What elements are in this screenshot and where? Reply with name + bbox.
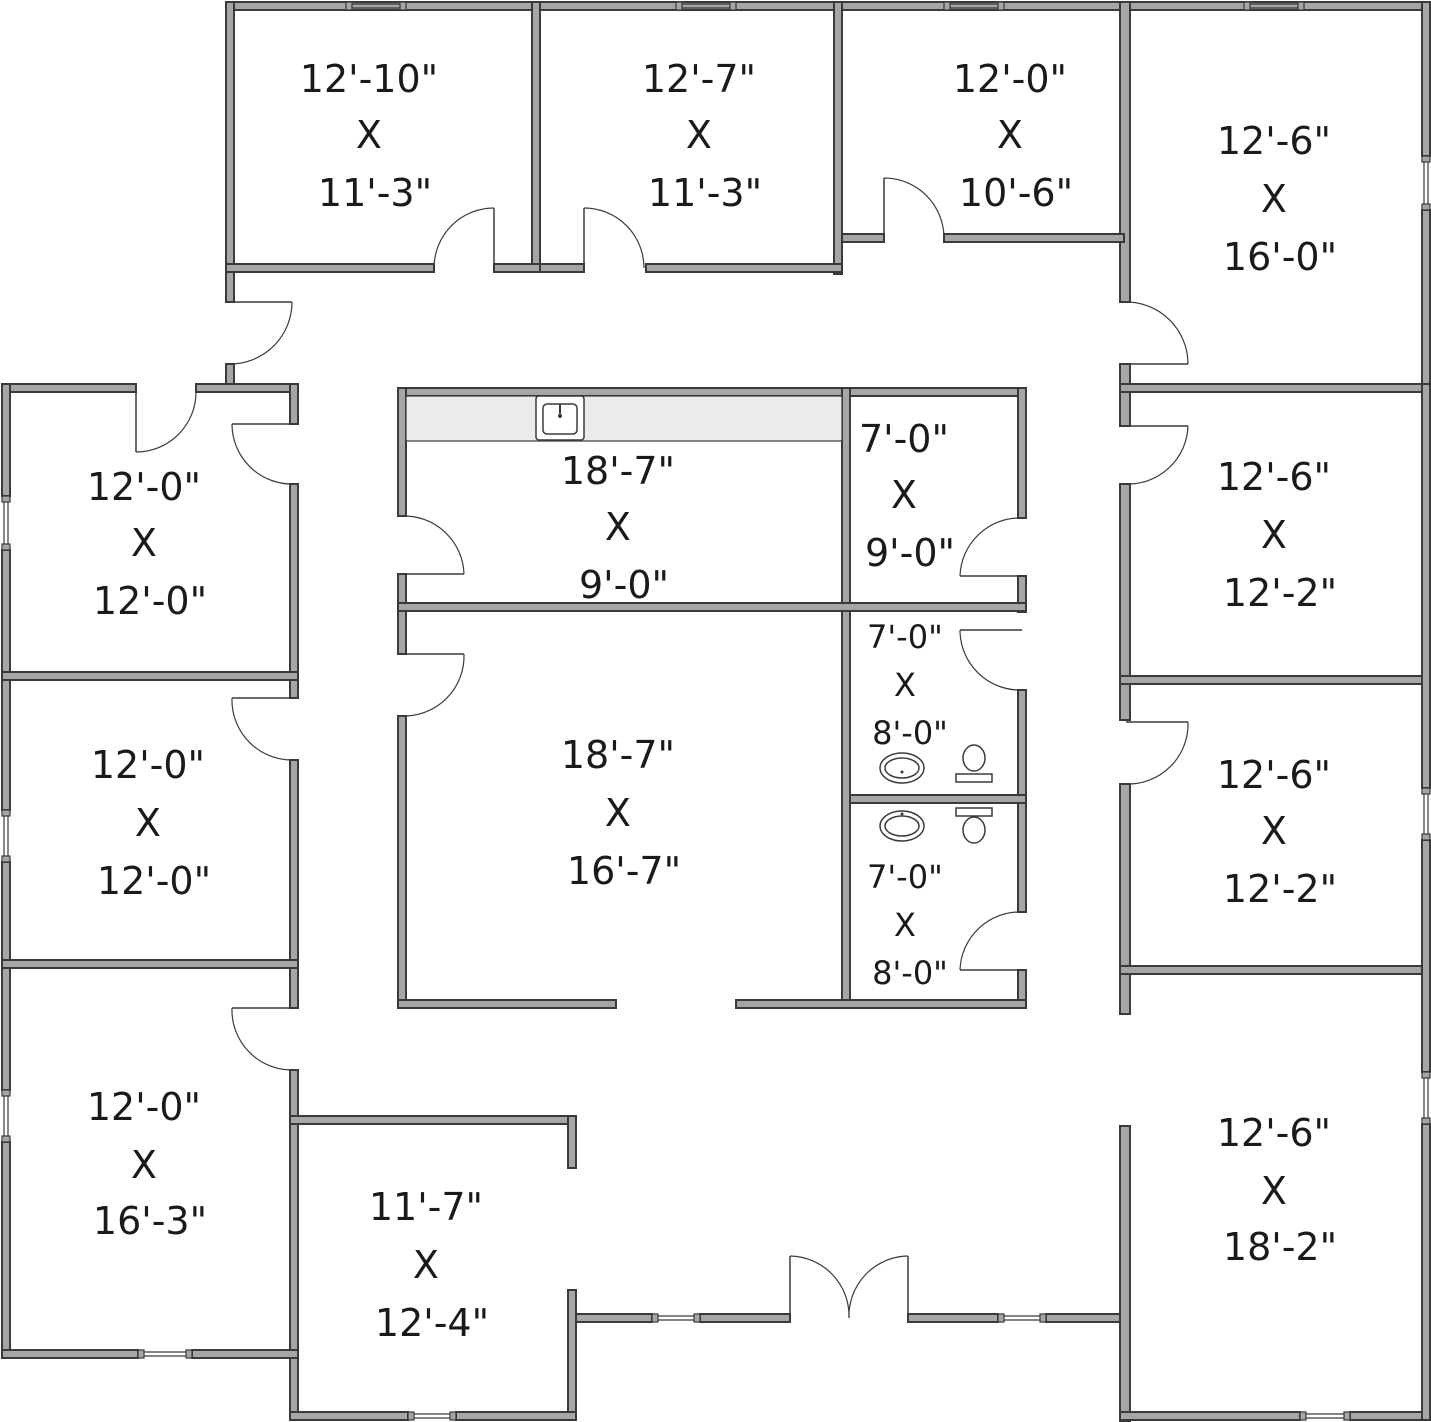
- window: [997, 1313, 1047, 1323]
- window: [1299, 1411, 1351, 1421]
- window: [1421, 1071, 1431, 1125]
- door: [959, 517, 1023, 577]
- room-label-center-small: 7'-0" X 9'-0": [859, 417, 961, 575]
- room-label-top-1: 12'-10" X 11'-3": [300, 57, 450, 215]
- window: [943, 1, 1005, 11]
- double-door: [789, 1255, 909, 1319]
- room-label-bottom-1: 11'-7" X 12'-4": [369, 1185, 495, 1345]
- door: [959, 911, 1023, 971]
- room-label-right-2: 12'-6" X 12'-2": [1217, 455, 1343, 615]
- room-label-top-3: 12'-0" X 10'-6": [953, 57, 1079, 215]
- room-label-center-main: 18'-7" X 16'-7": [561, 733, 687, 893]
- doors: [135, 177, 1189, 1319]
- room-labels: 12'-10" X 11'-3" 12'-7" X 11'-3" 12'-0" …: [87, 57, 1343, 1345]
- fixtures: [405, 395, 993, 844]
- room-label-center-kitchen: 18'-7" X 9'-0": [561, 449, 687, 607]
- door: [883, 177, 945, 239]
- room-label-top-2: 12'-7" X 11'-3": [642, 57, 768, 215]
- room-label-left-3: 12'-0" X 16'-3": [87, 1085, 213, 1243]
- window: [651, 1313, 701, 1323]
- door: [1125, 425, 1189, 485]
- kitchen-sink-icon: [535, 395, 585, 441]
- window: [1, 495, 11, 551]
- door: [401, 653, 465, 717]
- window: [345, 1, 407, 11]
- toilet-icon: [955, 807, 993, 844]
- door: [1125, 721, 1189, 785]
- room-label-restroom-2: 7'-0" X 8'-0": [867, 858, 953, 992]
- room-label-left-2: 12'-0" X 12'-0": [91, 743, 217, 903]
- window: [1421, 787, 1431, 841]
- window: [1421, 155, 1431, 211]
- kitchen-counter: [405, 395, 843, 442]
- room-label-right-3: 12'-6" X 12'-2": [1217, 753, 1343, 911]
- door: [229, 301, 293, 365]
- room-label-right-1: 12'-6" X 16'-0": [1217, 119, 1343, 279]
- window: [675, 1, 737, 11]
- door: [231, 697, 295, 761]
- sink-icon: [879, 752, 925, 784]
- window: [1, 1089, 11, 1143]
- window: [407, 1411, 457, 1421]
- door: [959, 629, 1023, 691]
- window: [1, 809, 11, 863]
- door: [433, 207, 495, 269]
- window: [1243, 1, 1305, 11]
- sink-icon: [879, 810, 925, 842]
- door: [583, 207, 645, 269]
- room-label-restroom-1: 7'-0" X 8'-0": [867, 618, 953, 752]
- room-label-left-1: 12'-0" X 12'-0": [87, 465, 213, 623]
- window: [137, 1349, 193, 1359]
- door: [135, 388, 197, 453]
- toilet-icon: [955, 744, 993, 783]
- door: [231, 423, 295, 485]
- room-label-right-4: 12'-6" X 18'-2": [1217, 1111, 1343, 1269]
- door: [401, 515, 465, 575]
- door: [1125, 301, 1189, 365]
- door: [231, 1007, 295, 1071]
